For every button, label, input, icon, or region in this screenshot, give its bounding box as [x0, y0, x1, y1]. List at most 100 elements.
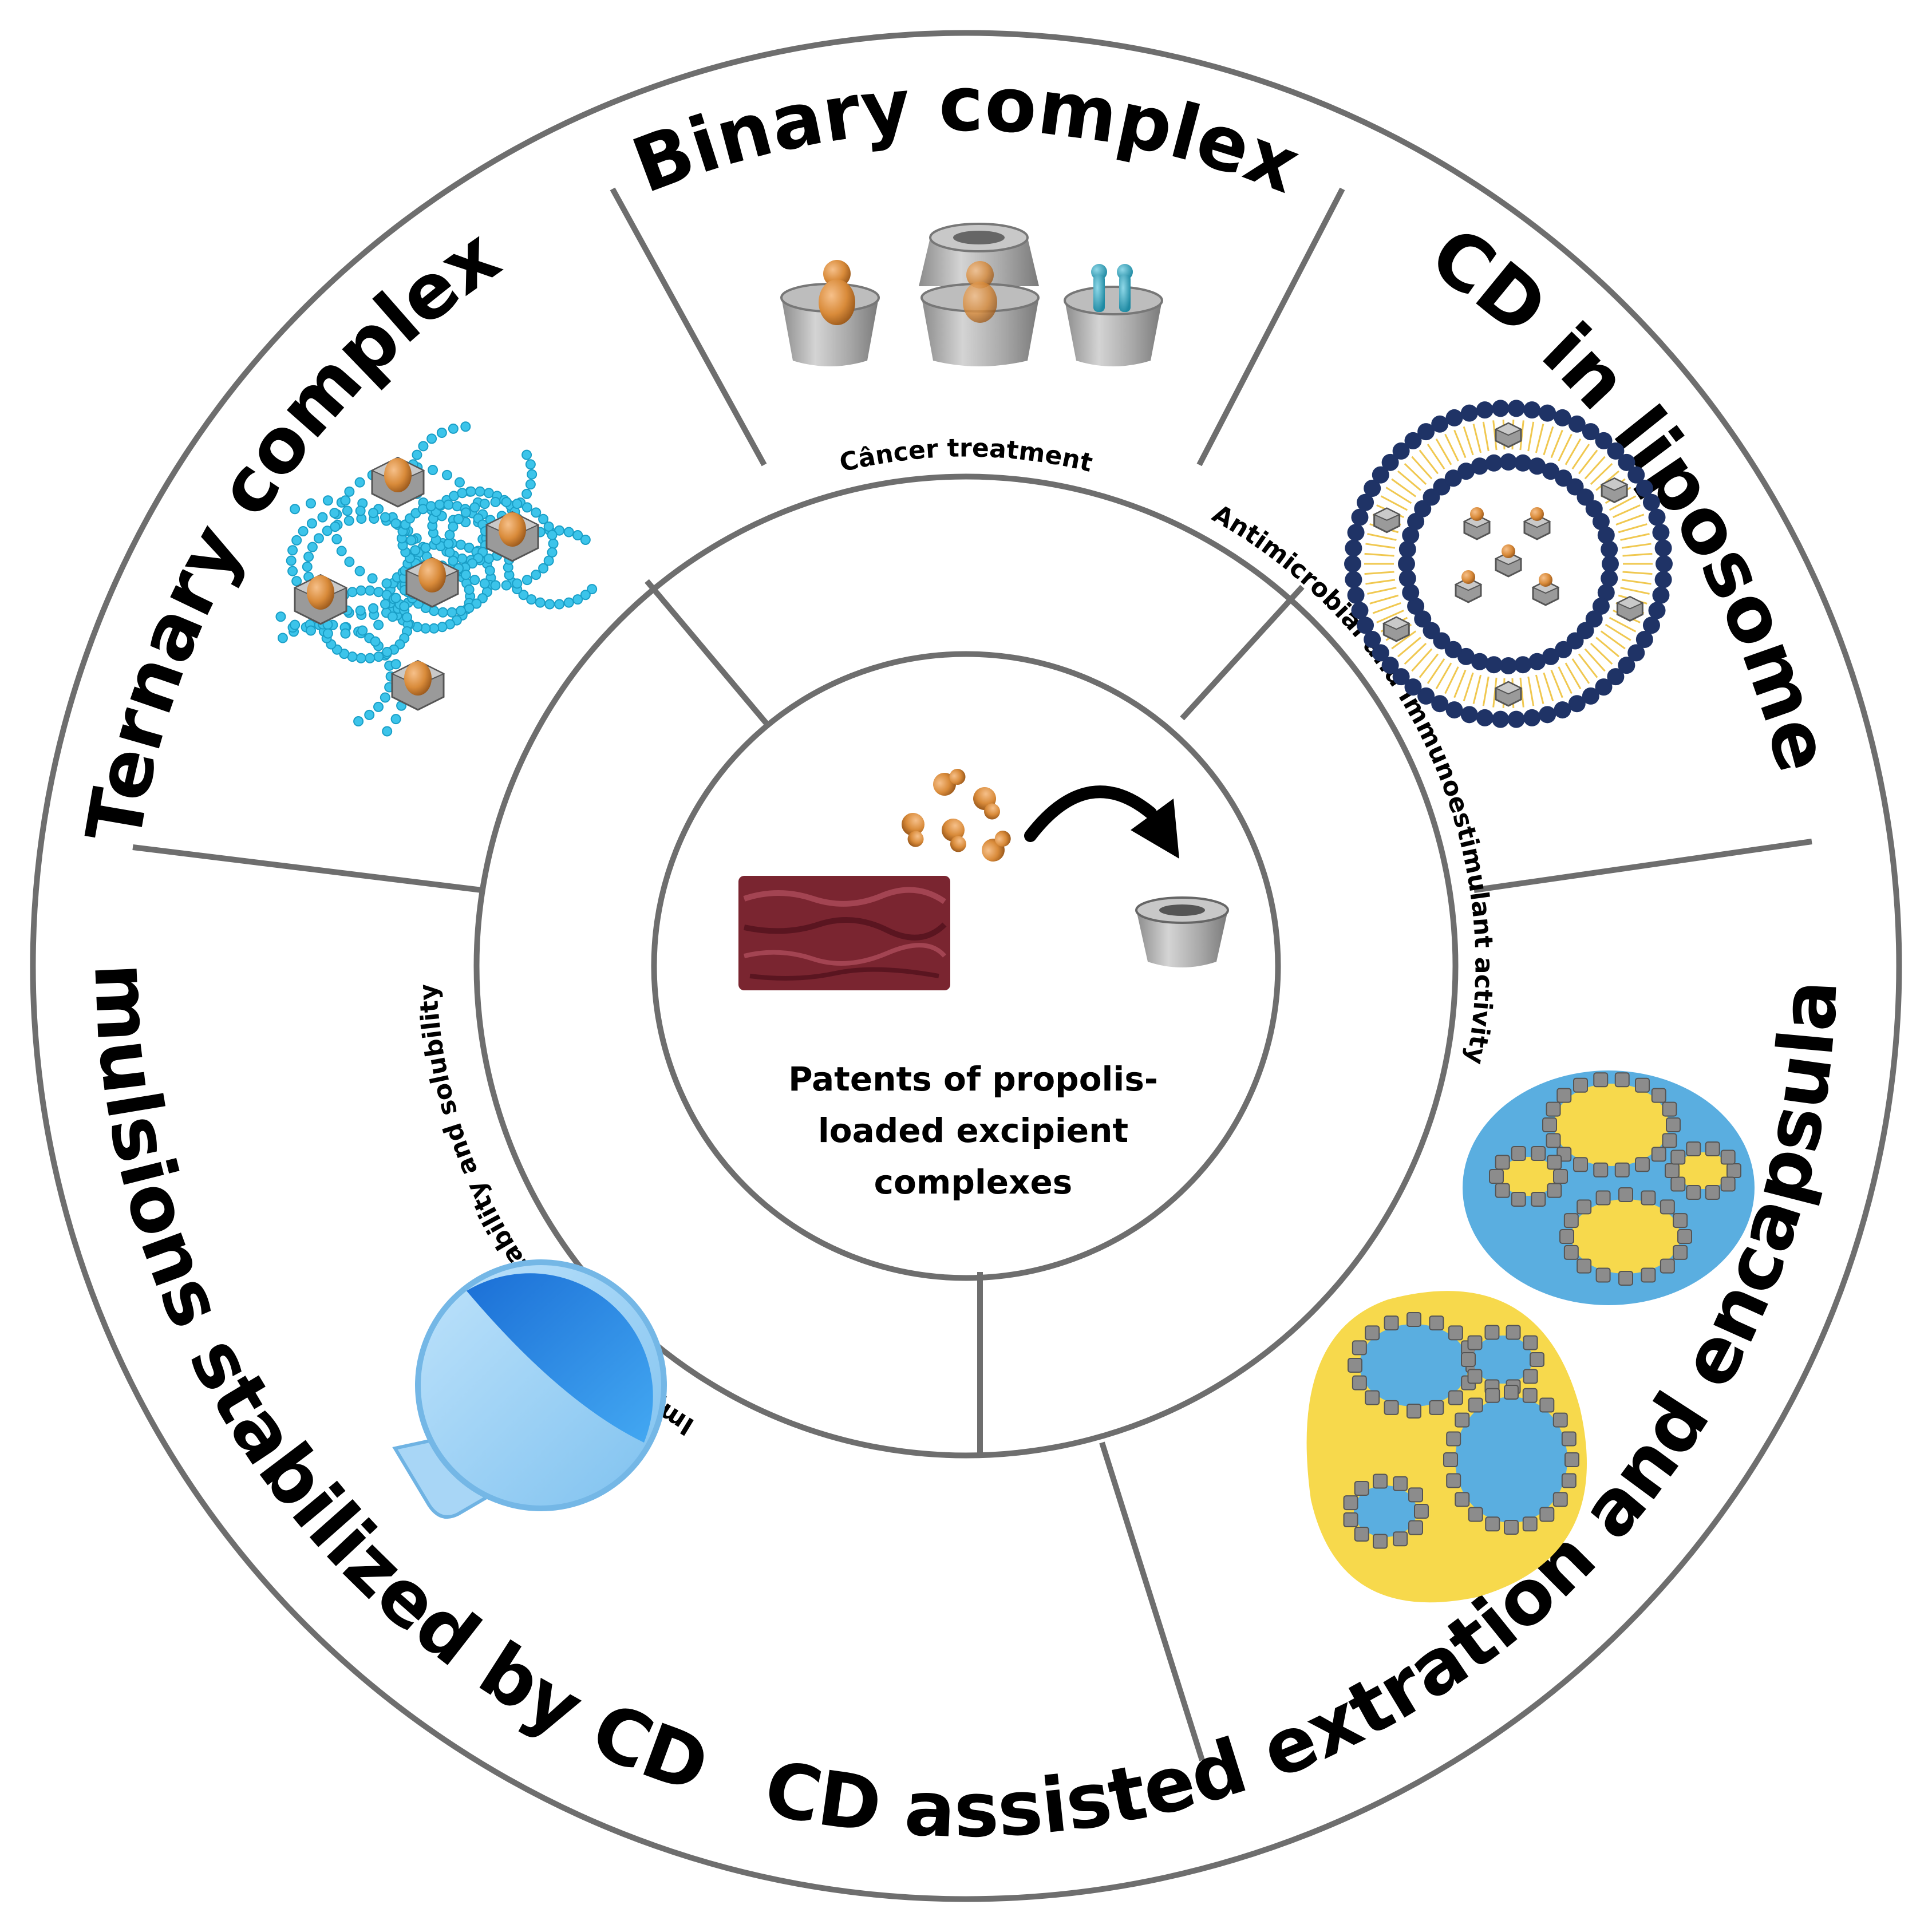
- lipid-head: [1417, 423, 1435, 441]
- lipid-tail: [1571, 658, 1590, 684]
- lipid-head: [1431, 695, 1449, 713]
- lipid-head: [1555, 641, 1573, 658]
- lipid-head: [1601, 570, 1618, 587]
- polymer-bead: [303, 551, 314, 562]
- lipid-tail: [1367, 587, 1397, 595]
- lipid-head: [1642, 493, 1660, 511]
- interface-cyclodextrin: [1561, 1473, 1577, 1488]
- polymer-bead: [456, 606, 467, 617]
- lipid-tail: [1564, 662, 1582, 689]
- interface-cyclodextrin: [1563, 1213, 1579, 1228]
- polymer-bead: [554, 525, 565, 536]
- interface-cyclodextrin: [1429, 1315, 1444, 1331]
- lipid-head: [1407, 513, 1425, 531]
- outer-ring: [30, 30, 1902, 1902]
- lipid-tail: [1564, 438, 1582, 465]
- interface-cyclodextrin: [1461, 1352, 1476, 1367]
- lipid-head: [1539, 404, 1556, 422]
- sector-label-emulsions: Emulsions stabilized by CD: [0, 0, 720, 1811]
- emulsion-droplet: [1360, 1324, 1468, 1406]
- lipid-head: [1514, 656, 1532, 674]
- lipid-tail: [1600, 630, 1626, 650]
- polymer-bead: [563, 597, 574, 608]
- lipid-tail: [1584, 648, 1606, 672]
- lipid-tail: [1571, 444, 1590, 470]
- interface-cyclodextrin: [1365, 1390, 1380, 1405]
- lipid-head: [1627, 644, 1645, 662]
- interface-cyclodextrin: [1539, 1507, 1555, 1522]
- lipid-tail: [1622, 571, 1653, 575]
- lipid-head: [1345, 539, 1362, 557]
- interface-cyclodextrin: [1673, 1244, 1688, 1260]
- polymer-bead: [501, 496, 512, 507]
- polymer-bead: [460, 421, 471, 432]
- interface-cyclodextrin: [1348, 1358, 1362, 1373]
- polymer-bead: [342, 505, 353, 516]
- polymer-bead: [521, 449, 532, 460]
- polymer-bead: [469, 575, 480, 586]
- lipid-head: [1485, 656, 1503, 674]
- polymer-bead: [355, 605, 366, 616]
- lipid-head: [1381, 657, 1399, 674]
- interface-cyclodextrin: [1618, 1187, 1633, 1202]
- polymer-bead: [373, 619, 384, 630]
- polymer-bead: [531, 507, 542, 518]
- lipid-tail: [1453, 669, 1467, 698]
- interface-cyclodextrin: [1523, 1369, 1538, 1384]
- lipid-head: [1364, 631, 1381, 649]
- middle-ring: [473, 473, 1459, 1459]
- center-title-line1: Patents of propolis-: [788, 1060, 1158, 1099]
- polymer-bead: [526, 594, 537, 605]
- lipid-tail: [1609, 495, 1637, 511]
- polymer-bead: [531, 570, 542, 580]
- polymer-bead: [436, 428, 447, 438]
- sector-label-binary: Binary complex: [622, 60, 1311, 211]
- lipid-tail: [1365, 543, 1396, 549]
- polymer-bead: [448, 423, 459, 434]
- lipid-tail: [1411, 456, 1433, 480]
- lipid-tail: [1620, 587, 1650, 595]
- polymer-bead: [390, 518, 401, 529]
- polymer-bead: [380, 512, 390, 523]
- lipid-head: [1627, 466, 1645, 484]
- polymer-bead: [344, 486, 355, 497]
- interface-cyclodextrin: [1354, 1480, 1369, 1496]
- lipid-tail: [1621, 579, 1652, 585]
- interface-cyclodextrin: [1660, 1258, 1675, 1274]
- lipid-head: [1523, 709, 1541, 726]
- lipid-head: [1392, 668, 1410, 686]
- lipid-head: [1404, 678, 1422, 696]
- propolis-molecule: [384, 458, 412, 492]
- polymer-bead: [370, 636, 381, 647]
- polymer-bead: [538, 563, 549, 574]
- lipid-head: [1582, 687, 1599, 705]
- polymer-bead: [322, 495, 333, 506]
- interface-cyclodextrin: [1651, 1088, 1666, 1103]
- interface-cyclodextrin: [1563, 1244, 1579, 1260]
- lipid-tail: [1380, 495, 1408, 511]
- interface-cyclodextrin: [1531, 1191, 1546, 1207]
- interface-cyclodextrin: [1352, 1340, 1367, 1356]
- lipid-tail: [1620, 533, 1650, 541]
- lipid-head: [1460, 404, 1478, 422]
- lipid-head: [1507, 710, 1525, 728]
- polymer-bead: [443, 499, 454, 510]
- lipid-tail: [1492, 420, 1498, 451]
- polymer-bead: [380, 599, 390, 610]
- interface-cyclodextrin: [1705, 1141, 1720, 1156]
- polymer-bead: [353, 716, 364, 727]
- lipid-head: [1347, 524, 1365, 542]
- polymer-bead: [521, 502, 532, 513]
- emulsion-droplet: [1455, 1397, 1567, 1523]
- cyclodextrin-cone-icon: [1135, 896, 1229, 967]
- polymer-bead: [426, 433, 437, 444]
- interface-cyclodextrin: [1614, 1072, 1630, 1088]
- lipid-head: [1601, 540, 1618, 558]
- interface-cyclodextrin: [1408, 1520, 1423, 1535]
- polymer-bead: [518, 590, 529, 600]
- core-cyclodextrin: [1463, 514, 1491, 540]
- core-cyclodextrin: [1531, 580, 1560, 606]
- emulsion-icon: [1306, 1070, 1755, 1603]
- lipid-tail: [1535, 674, 1544, 704]
